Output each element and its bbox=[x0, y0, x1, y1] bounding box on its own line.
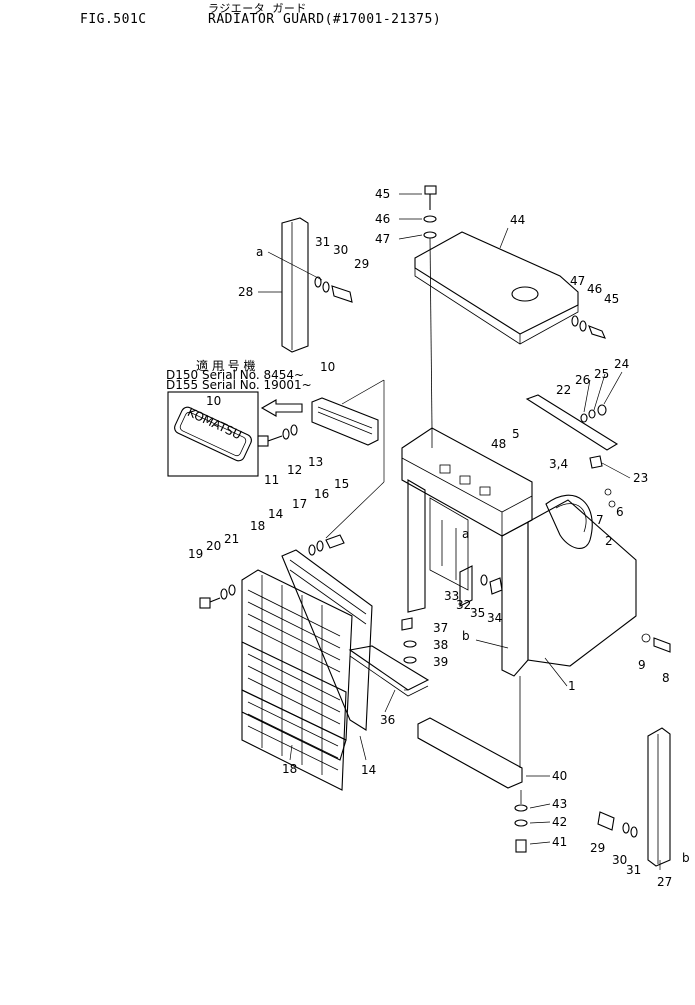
callout-16: 16 bbox=[314, 487, 329, 501]
inner-clip-group bbox=[459, 565, 503, 607]
callout-28: 28 bbox=[238, 285, 253, 299]
callout-30: 30 bbox=[612, 853, 627, 867]
callout-13: 13 bbox=[308, 455, 323, 469]
title-kana: ラジエータ ガード bbox=[208, 2, 307, 15]
grille-bolt-group bbox=[308, 534, 345, 556]
callout-14: 14 bbox=[268, 507, 283, 521]
callout-18: 18 bbox=[282, 762, 297, 776]
callout-32: 32 bbox=[456, 598, 471, 612]
callout-31: 31 bbox=[315, 235, 330, 249]
callout-8: 8 bbox=[662, 671, 670, 685]
callout-17: 17 bbox=[292, 497, 307, 511]
lower-bracket-part bbox=[348, 645, 430, 697]
left-side-plate-part bbox=[267, 217, 353, 353]
figure-number: FIG.501C bbox=[80, 12, 147, 27]
callout-10: 10 bbox=[320, 360, 335, 374]
callout-45: 45 bbox=[375, 187, 390, 201]
callout-25: 25 bbox=[594, 367, 609, 381]
callout-2: 2 bbox=[605, 534, 613, 548]
callout-34: 34 bbox=[487, 611, 502, 625]
callout-30: 30 bbox=[333, 243, 348, 257]
callout-7: 7 bbox=[596, 513, 604, 527]
callout-46: 46 bbox=[375, 212, 390, 226]
bracket-bolt-group bbox=[401, 617, 417, 664]
emblem-bolt-group bbox=[257, 424, 298, 447]
callout-42: 42 bbox=[552, 815, 567, 829]
arrow-icon bbox=[260, 399, 303, 417]
inset-note-2: D150 Serial No. 8454~ bbox=[166, 368, 304, 382]
callout-1: 1 bbox=[568, 679, 576, 693]
callout-35: 35 bbox=[470, 606, 485, 620]
radiator-grille-part bbox=[241, 569, 353, 791]
callout-12: 12 bbox=[287, 463, 302, 477]
callout-26: 26 bbox=[575, 373, 590, 387]
callout-3-4: 3,4 bbox=[549, 457, 568, 471]
screen-part bbox=[281, 549, 373, 731]
callout-27: 27 bbox=[657, 875, 672, 889]
left-grille-bolt-group bbox=[199, 584, 236, 609]
callout-15: 15 bbox=[334, 477, 349, 491]
callout-43: 43 bbox=[552, 797, 567, 811]
callout-a: a bbox=[256, 245, 263, 259]
callout-19: 19 bbox=[188, 547, 203, 561]
callout-40: 40 bbox=[552, 769, 567, 783]
callout-18: 18 bbox=[250, 519, 265, 533]
callout-21: 21 bbox=[224, 532, 239, 546]
callout-29: 29 bbox=[590, 841, 605, 855]
diagram-title: RADIATOR GUARD(#17001-21375) bbox=[208, 12, 442, 27]
callout-a: a bbox=[462, 527, 469, 541]
callout-24: 24 bbox=[614, 357, 629, 371]
callout-b: b bbox=[462, 629, 470, 643]
badge-text: KOMATSU bbox=[185, 405, 244, 442]
cover-side-bolt-group bbox=[571, 315, 606, 339]
callout-9: 9 bbox=[638, 658, 646, 672]
right-side-plate-part bbox=[597, 727, 671, 867]
callout-20: 20 bbox=[206, 539, 221, 553]
callout-b: b bbox=[682, 851, 690, 865]
top-bolt-group bbox=[423, 185, 437, 429]
callout-46: 46 bbox=[587, 282, 602, 296]
callout-45: 45 bbox=[604, 292, 619, 306]
inset-part-label: 10 bbox=[206, 394, 221, 408]
callout-39: 39 bbox=[433, 655, 448, 669]
callout-11: 11 bbox=[264, 473, 279, 487]
callout-36: 36 bbox=[380, 713, 395, 727]
callout-29: 29 bbox=[354, 257, 369, 271]
callout-38: 38 bbox=[433, 638, 448, 652]
callout-5: 5 bbox=[512, 427, 520, 441]
callout-31: 31 bbox=[626, 863, 641, 877]
callout-37: 37 bbox=[433, 621, 448, 635]
top-cover-part bbox=[414, 231, 579, 345]
emblem-part bbox=[311, 379, 385, 482]
main-frame-part bbox=[401, 427, 671, 677]
callout-48: 48 bbox=[491, 437, 506, 451]
callout-41: 41 bbox=[552, 835, 567, 849]
callout-33: 33 bbox=[444, 589, 459, 603]
callout-6: 6 bbox=[616, 505, 624, 519]
callout-44: 44 bbox=[510, 213, 525, 227]
callout-47: 47 bbox=[570, 274, 585, 288]
badge-inset bbox=[167, 391, 259, 477]
inset-note-1: 適 用 号 機 bbox=[196, 358, 255, 373]
callout-14: 14 bbox=[361, 763, 376, 777]
callout-22: 22 bbox=[556, 383, 571, 397]
callout-47: 47 bbox=[375, 232, 390, 246]
inset-note-3: D155 Serial No. 19001~ bbox=[166, 378, 312, 392]
callout-23: 23 bbox=[633, 471, 648, 485]
bottom-support-part bbox=[417, 676, 528, 853]
upper-bracket-part bbox=[525, 394, 619, 469]
